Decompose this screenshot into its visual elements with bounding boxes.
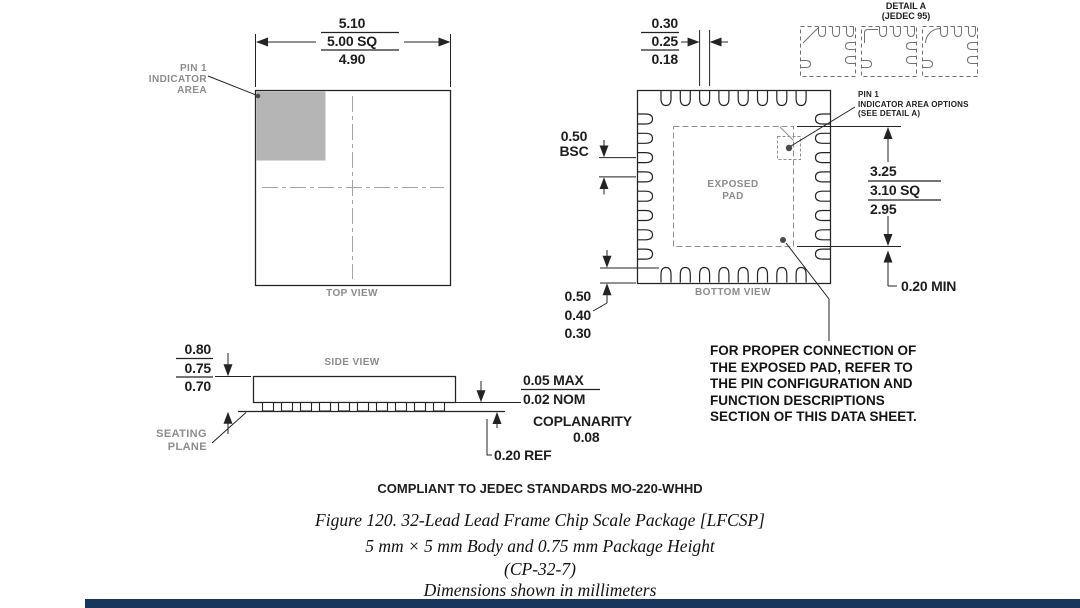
lead-pitch-qualifier: BSC — [559, 143, 589, 159]
body-width-max: 5.10 — [338, 15, 366, 31]
standoff-max: 0.05 MAX — [523, 371, 584, 388]
figure-caption-title: Figure 120. 32-Lead Lead Frame Chip Scal… — [315, 510, 765, 530]
exposed-pad-dot — [780, 237, 786, 243]
pin1-option-notch — [864, 29, 878, 43]
pin1-options-label: PIN 1 INDICATOR AREA OPTIONS (SEE DETAIL… — [858, 90, 969, 118]
footer-bar — [85, 599, 1080, 608]
side-view-leads — [261, 401, 446, 412]
top-view-drawing — [207, 31, 452, 287]
figure-caption-units: Dimensions shown in millimeters — [423, 580, 657, 600]
pin1-dot — [785, 144, 793, 152]
height-min: 0.70 — [184, 378, 212, 394]
top-view-label: TOP VIEW — [326, 288, 378, 299]
detail-a-subtitle: (JEDEC 95) — [881, 11, 931, 21]
exposed-pad-label: EXPOSED PAD — [707, 179, 759, 202]
exposed-pad-note: FOR PROPER CONNECTION OF THE EXPOSED PAD… — [710, 343, 917, 424]
bottom-view-drawing — [592, 30, 941, 341]
pad-keepout-dim: 0.20 MIN — [901, 278, 957, 294]
exposed-pad-size-nom: 3.10 SQ — [870, 182, 920, 198]
pin1-option-chamfer — [802, 27, 819, 44]
lead-width-min: 0.18 — [651, 50, 679, 67]
pin1-leader-line — [207, 75, 257, 96]
standoff-nom: 0.02 NOM — [523, 391, 586, 407]
height-nom: 0.75 — [184, 359, 212, 376]
pin1-option-box — [777, 136, 801, 160]
bottom-view-label: BOTTOM VIEW — [695, 287, 771, 298]
jedec-compliance: COMPLIANT TO JEDEC STANDARDS MO-220-WHHD — [377, 481, 703, 496]
lead-width-nom: 0.25 — [651, 33, 679, 49]
pin1-indicator-label: PIN 1 INDICATOR AREA — [148, 63, 207, 96]
seating-plane-label: SEATING PLANE — [156, 428, 207, 453]
detail-a-title: DETAIL A — [885, 1, 927, 11]
lead-length-min: 0.30 — [564, 325, 592, 341]
pin1-option-radius — [925, 28, 941, 44]
pin1-indicator-area-fill — [256, 91, 326, 161]
lead-length-nom: 0.40 — [564, 306, 592, 323]
coplanarity-label: COPLANARITY — [533, 413, 632, 429]
seating-plane-leader — [211, 412, 247, 444]
coplanarity-value: 0.08 — [573, 429, 600, 445]
lead-width-max: 0.30 — [651, 15, 679, 31]
lead-thickness-bracket — [486, 419, 492, 456]
lead-thickness-dim: 0.20 REF — [494, 447, 552, 463]
exposed-pad-size-min: 2.95 — [870, 201, 897, 217]
height-max: 0.80 — [184, 341, 212, 357]
side-view-drawing — [176, 353, 600, 456]
body-width-nom: 5.00 SQ — [327, 33, 377, 49]
figure-caption-package-code: (CP-32-7) — [504, 559, 576, 579]
side-view-label: SIDE VIEW — [324, 357, 380, 368]
exposed-pad-outline — [673, 126, 794, 247]
lead-pitch-value: 0.50 — [560, 128, 588, 144]
figure-caption-body: 5 mm × 5 mm Body and 0.75 mm Package Hei… — [365, 536, 715, 556]
detail-a-drawing — [800, 26, 978, 77]
note-leader — [785, 242, 830, 341]
lead-length-max: 0.50 — [564, 288, 592, 304]
body-width-min: 4.90 — [338, 50, 366, 67]
exposed-pad-size-max: 3.25 — [870, 163, 897, 179]
